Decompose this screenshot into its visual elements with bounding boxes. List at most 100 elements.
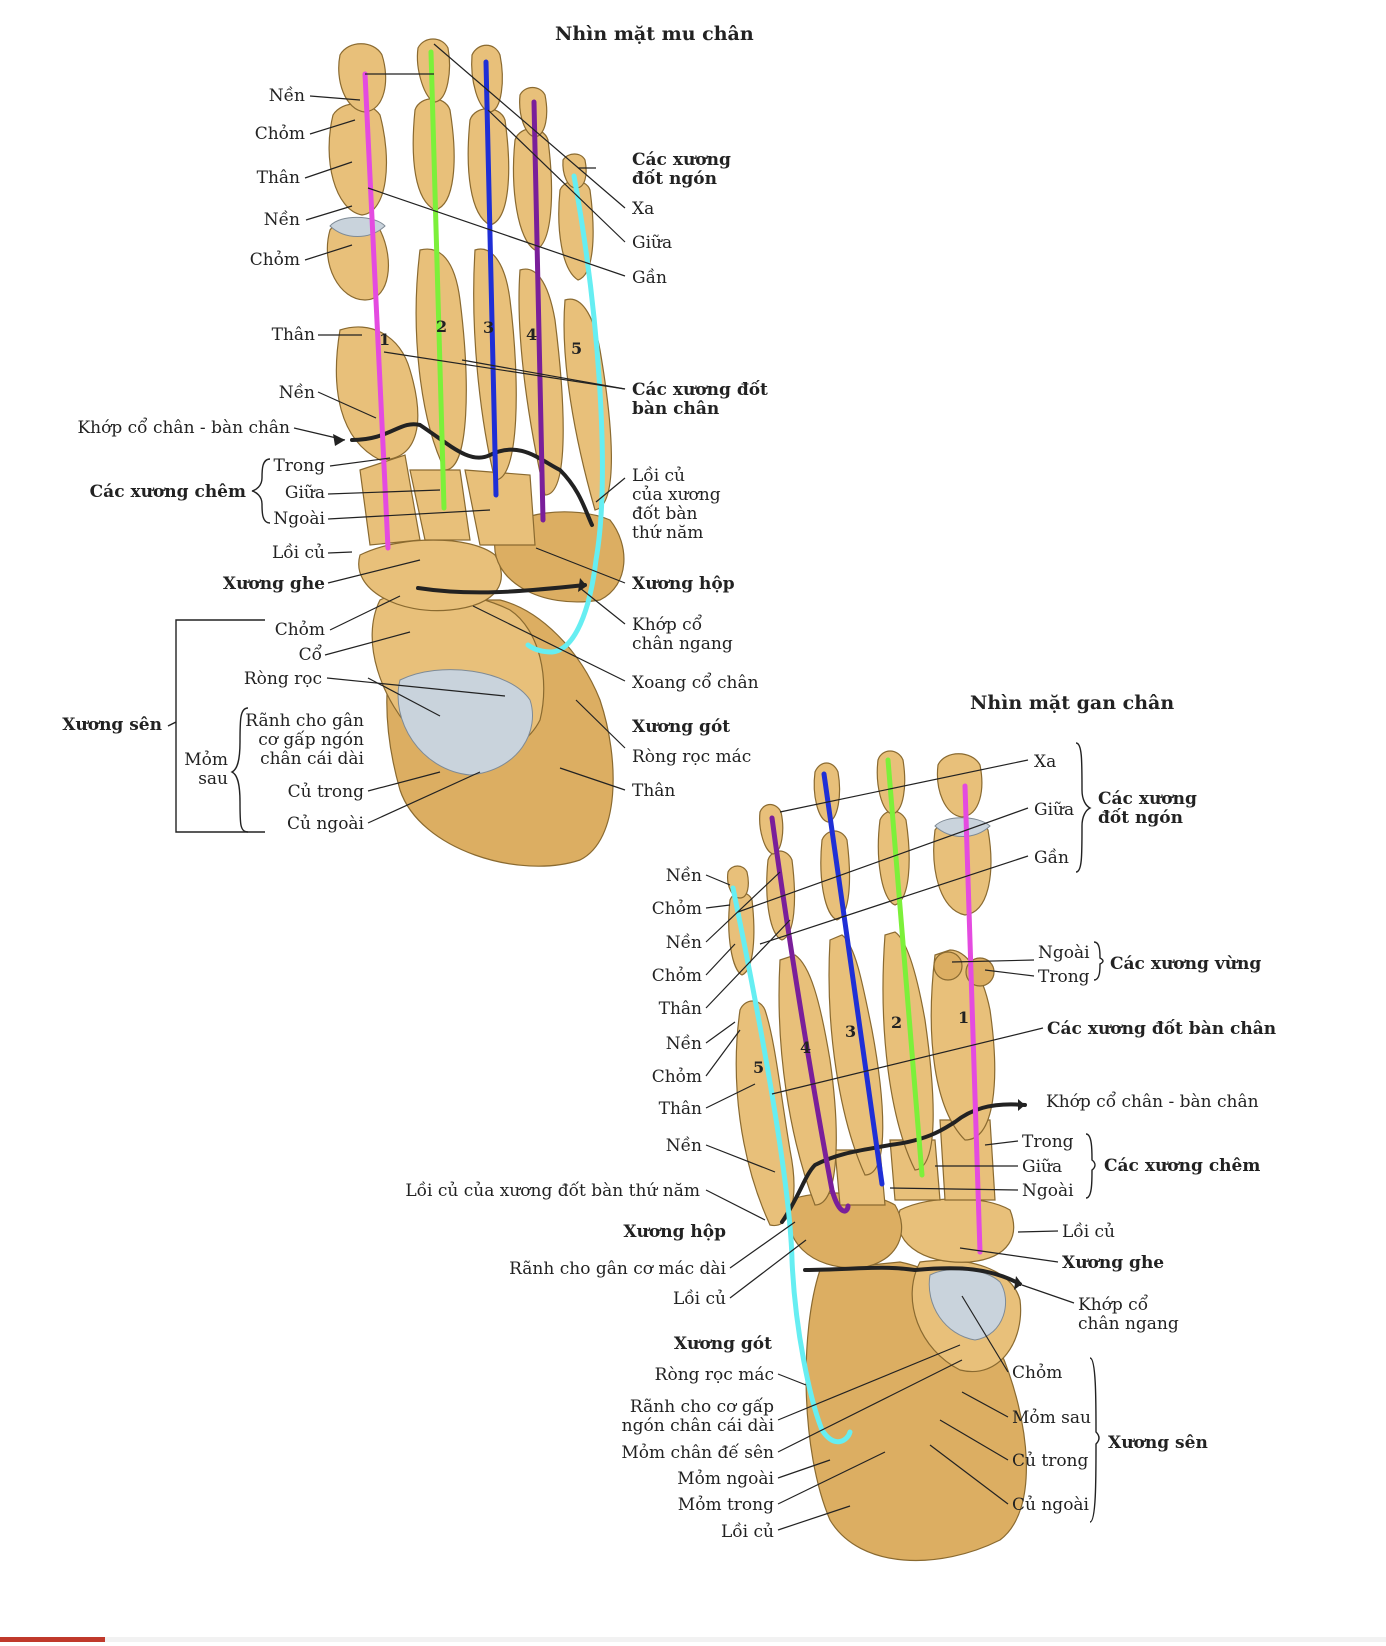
ray-3-line-plantar [821, 771, 885, 1187]
bottom-label-medial-process: Mỏm trong [678, 1495, 774, 1515]
bottom-leader-lines [705, 759, 1075, 1531]
top-label-fifth-tuberosity-line3: đốt bàn [632, 504, 698, 524]
bottom-label-posterior-process: Mỏm sau [1012, 1408, 1091, 1428]
top-label-navicular-tuberosity: Lồi củ [272, 543, 325, 563]
top-foot-illustration [326, 38, 625, 867]
top-label-fifth-tuberosity-line1: Lồi củ [632, 466, 685, 486]
bottom-label-nen-2: Nền [666, 933, 702, 953]
top-label-transverse-tarsal-line2: chân ngang [632, 634, 733, 654]
bottom-label-sustentaculum-tali: Mỏm chân đế sên [621, 1443, 774, 1463]
top-number-4: 4 [526, 325, 537, 344]
bottom-label-cuneiform-lateral: Ngoài [1022, 1181, 1074, 1201]
bottom-number-5: 5 [753, 1058, 764, 1077]
bottom-number-4: 4 [800, 1038, 811, 1057]
bottom-label-nen-3: Nền [666, 1034, 702, 1054]
top-label-sinus-tarsi: Xoang cổ chân [632, 673, 759, 693]
top-label-chom-1: Chỏm [255, 124, 305, 144]
top-label-distal-phalanx: Xa [632, 199, 654, 219]
bottom-label-chom-1: Chỏm [652, 899, 702, 919]
ray-5-line [525, 173, 605, 655]
bottom-label-metatarsals: Các xương đốt bàn chân [1047, 1019, 1276, 1039]
top-label-chom-2: Chỏm [250, 250, 300, 270]
top-view-title: Nhìn mặt mu chân [555, 23, 754, 45]
top-label-proximal-phalanx: Gần [632, 268, 667, 288]
bottom-number-3: 3 [845, 1022, 856, 1041]
bottom-label-tarsometatarsal-joint: Khớp cổ chân - bàn chân [1046, 1092, 1259, 1112]
bottom-label-phalanges-line1: Các xương [1098, 789, 1197, 809]
top-label-cuneiform-intermediate: Giữa [285, 483, 325, 503]
ray-2-line [428, 49, 447, 511]
bottom-number-2: 2 [891, 1013, 902, 1032]
top-number-1: 1 [379, 330, 390, 349]
top-label-medial-tubercle: Củ trong [288, 782, 365, 802]
ray-5-line-plantar [730, 885, 853, 1445]
top-label-phalanges-line2: đốt ngón [632, 169, 717, 189]
top-label-nen-2: Nền [264, 210, 300, 230]
bottom-label-than-2: Thân [659, 1099, 702, 1119]
top-label-than-1: Thân [257, 168, 300, 188]
ray-3-line [483, 59, 499, 498]
bottom-label-lateral-process: Mỏm ngoài [677, 1469, 774, 1489]
top-label-cuneiforms: Các xương chêm [90, 482, 246, 502]
top-label-talus-neck: Cổ [299, 645, 322, 665]
bottom-label-cuboid-tuberosity: Lồi củ [673, 1289, 726, 1309]
bottom-label-transverse-tarsal-line2: chân ngang [1078, 1314, 1179, 1334]
bottom-label-cuneiforms: Các xương chêm [1104, 1156, 1260, 1176]
top-label-fhl-groove-line1: Rãnh cho gân [245, 711, 364, 731]
bottom-label-cuboid: Xương hộp [623, 1222, 726, 1242]
page-bottom-strip [0, 1637, 1386, 1642]
page-bottom-accent [0, 1637, 105, 1642]
bottom-label-middle: Giữa [1034, 800, 1074, 820]
bottom-label-calcaneal-tuberosity: Lồi củ [721, 1522, 774, 1542]
top-label-posterior-process-line1: Mỏm [184, 750, 228, 770]
top-label-middle-phalanx: Giữa [632, 233, 672, 253]
top-label-peroneal-trochlea: Ròng rọc mác [632, 747, 751, 767]
top-number-2: 2 [436, 317, 447, 336]
bottom-foot-illustration [727, 750, 1027, 1561]
top-label-calcaneus-body: Thân [632, 781, 675, 801]
bottom-label-sesamoid-lateral: Ngoài [1038, 943, 1090, 963]
top-label-calcaneus: Xương gót [632, 717, 730, 737]
ray-2-line-plantar [885, 757, 925, 1178]
bottom-label-calcaneus: Xương gót [674, 1334, 772, 1354]
top-leader-lines-right [365, 43, 626, 791]
top-number-3: 3 [483, 318, 494, 337]
bottom-view-title: Nhìn mặt gan chân [970, 692, 1174, 714]
bottom-label-peroneus-groove: Rãnh cho gân cơ mác dài [509, 1259, 726, 1279]
ray-1-line-plantar [962, 783, 983, 1255]
bottom-label-peroneal-trochlea: Ròng rọc mác [655, 1365, 774, 1385]
top-label-fhl-groove-line3: chân cái dài [260, 749, 364, 769]
bottom-label-phalanges-line2: đốt ngón [1098, 808, 1183, 828]
bottom-label-than-1: Thân [659, 999, 702, 1019]
bottom-label-lateral-tubercle: Củ ngoài [1012, 1495, 1090, 1515]
ray-1-line [362, 71, 391, 551]
top-label-nen-3: Nền [279, 383, 315, 403]
bottom-label-sesamoids: Các xương vừng [1110, 954, 1261, 974]
top-label-transverse-tarsal-line1: Khớp cổ [632, 615, 702, 635]
top-label-than-2: Thân [272, 325, 315, 345]
top-label-fhl-groove-line2: cơ gấp ngón [258, 730, 364, 750]
bottom-label-fifth-tuberosity: Lồi củ của xương đốt bàn thứ năm [405, 1181, 700, 1201]
top-label-posterior-process-line2: sau [198, 769, 228, 789]
top-label-metatarsals-line1: Các xương đốt [632, 380, 768, 400]
bottom-label-fhl-groove-line1: Rãnh cho cơ gấp [630, 1397, 774, 1417]
bottom-label-cuneiform-medial: Trong [1022, 1132, 1074, 1152]
bottom-label-medial-tubercle: Củ trong [1012, 1451, 1089, 1471]
top-label-talus-trochlea: Ròng rọc [244, 669, 322, 689]
bottom-label-chom-2: Chỏm [652, 966, 702, 986]
top-leader-lines [293, 95, 506, 824]
ray-4-line-plantar [769, 815, 851, 1214]
top-label-phalanges-line1: Các xương [632, 150, 731, 170]
bottom-label-distal: Xa [1034, 752, 1056, 772]
bottom-label-navicular-tuberosity: Lồi củ [1062, 1222, 1115, 1242]
bottom-label-fhl-groove-line2: ngón chân cái dài [622, 1416, 775, 1436]
top-label-lateral-tubercle: Củ ngoài [287, 814, 365, 834]
bottom-number-1: 1 [958, 1008, 969, 1027]
top-label-metatarsals-line2: bàn chân [632, 399, 719, 419]
bottom-label-talus: Xương sên [1108, 1433, 1208, 1453]
top-label-fifth-tuberosity-line4: thứ năm [632, 523, 703, 543]
top-label-tarsometatarsal-joint: Khớp cổ chân - bàn chân [77, 418, 290, 438]
bottom-label-chom-3: Chỏm [652, 1067, 702, 1087]
bottom-label-nen-4: Nền [666, 1136, 702, 1156]
